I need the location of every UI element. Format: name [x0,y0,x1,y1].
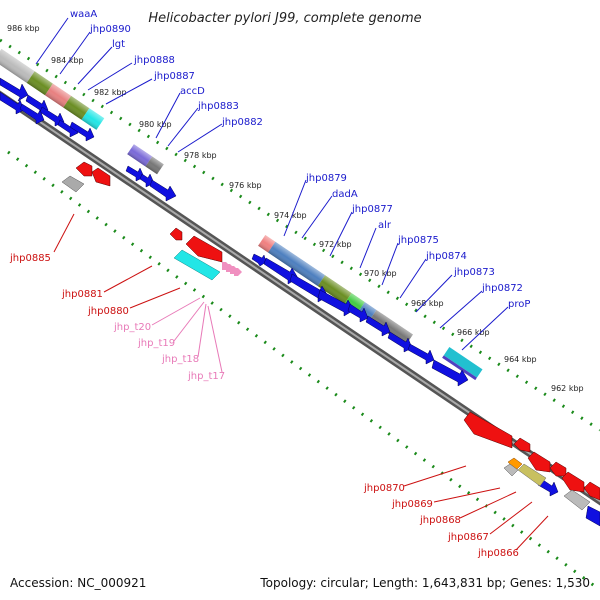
reverse-gene [169,227,183,241]
reverse-gene [513,437,531,453]
kbp-tick-label: 962 kbp [551,384,584,393]
upper-feature-strip-left [0,48,105,130]
topology-text: Topology: circular; Length: 1,643,831 bp… [259,576,590,590]
gene-label-accD[interactable]: accD [180,86,205,97]
reverse-gene [527,451,551,473]
reverse-gene [549,461,567,477]
kbp-tick-label: 978 kbp [184,151,217,160]
forward-gene [585,505,600,527]
reverse-gene [185,235,223,263]
upper-gene-labels [35,17,509,351]
forward-gene [19,103,45,125]
forward-gene [251,253,267,267]
trna-arrows [222,262,242,276]
forward-gene [365,315,391,337]
gene-label-jhp0869[interactable]: jhp0869 [391,499,433,510]
kbp-tick-label: 982 kbp [94,88,127,97]
forward-gene [407,343,435,365]
kbp-tick-label: 974 kbp [274,211,307,220]
gene-label-jhp0870[interactable]: jhp0870 [363,483,405,494]
forward-gene [0,91,25,115]
gene-label-jhp0873[interactable]: jhp0873 [453,267,495,278]
gene-label-jhp0883[interactable]: jhp0883 [197,101,239,112]
upper-feature-strip-mid [127,144,164,175]
trna-label-jhp_t17[interactable]: jhp_t17 [187,371,225,382]
gene-label-jhp0872[interactable]: jhp0872 [481,283,523,294]
upper-feature-strip-center [258,235,413,346]
gene-label-jhp0874[interactable]: jhp0874 [425,251,467,262]
forward-genes [0,77,600,527]
lower-gene-leaders [53,213,549,551]
upper-feature-strip-right [442,347,483,381]
upper-tick-line [0,38,600,432]
kbp-tick-label: 980 kbp [139,120,172,129]
gene-label-jhp0879[interactable]: jhp0879 [305,173,347,184]
forward-gene [0,77,29,102]
kbp-tick-label: 964 kbp [504,355,537,364]
gene-label-jhp0882[interactable]: jhp0882 [221,117,263,128]
forward-gene [149,179,177,202]
gene-label-jhp0868[interactable]: jhp0868 [419,515,461,526]
gene-label-dadA[interactable]: dadA [332,189,358,200]
gene-label-jhp0866[interactable]: jhp0866 [477,548,519,559]
accession-text: Accession: NC_000921 [10,576,146,590]
reverse-gene [583,481,600,501]
trna-label-jhp_t18[interactable]: jhp_t18 [161,354,199,365]
gene-label-jhp0880[interactable]: jhp0880 [87,306,129,317]
trna-label-jhp_t20[interactable]: jhp_t20 [113,322,151,333]
kbp-tick-label: 984 kbp [51,56,84,65]
reverse-gene [463,411,513,449]
forward-gene [431,359,469,387]
gene-label-jhp0887[interactable]: jhp0887 [153,71,195,82]
gene-label-jhp0890[interactable]: jhp0890 [89,24,131,35]
kbp-tick-label: 966 kbp [457,328,490,337]
lower-strand-features [61,175,591,511]
gene-label-jhp0867[interactable]: jhp0867 [447,532,489,543]
forward-gene [317,289,355,317]
reverse-genes [75,161,600,501]
map-title: Helicobacter pylori J99, complete genome [148,11,421,26]
kbp-tick-label: 968 kbp [411,299,444,308]
lower-tick-line [7,150,600,592]
gene-label-jhp0888[interactable]: jhp0888 [133,55,175,66]
reverse-gene [91,167,111,187]
forward-gene [347,303,369,323]
gene-label-proP[interactable]: proP [508,299,530,310]
gene-label-jhp0881[interactable]: jhp0881 [61,289,103,300]
trna-leaders [151,297,223,373]
kbp-tick-label: 986 kbp [7,24,40,33]
gene-label-waaA[interactable]: waaA [70,9,97,20]
gene-label-jhp0877[interactable]: jhp0877 [351,204,393,215]
kbp-tick-label: 976 kbp [229,181,262,190]
gene-label-alr[interactable]: alr [378,220,392,231]
reverse-gene [561,471,585,493]
kbp-tick-label: 970 kbp [364,269,397,278]
gene-label-lgt[interactable]: lgt [112,39,125,50]
gene-label-jhp0885[interactable]: jhp0885 [9,253,51,264]
reverse-gene [75,161,93,177]
trna-label-jhp_t19[interactable]: jhp_t19 [137,338,175,349]
gene-label-jhp0875[interactable]: jhp0875 [397,235,439,246]
forward-gene [69,121,95,142]
